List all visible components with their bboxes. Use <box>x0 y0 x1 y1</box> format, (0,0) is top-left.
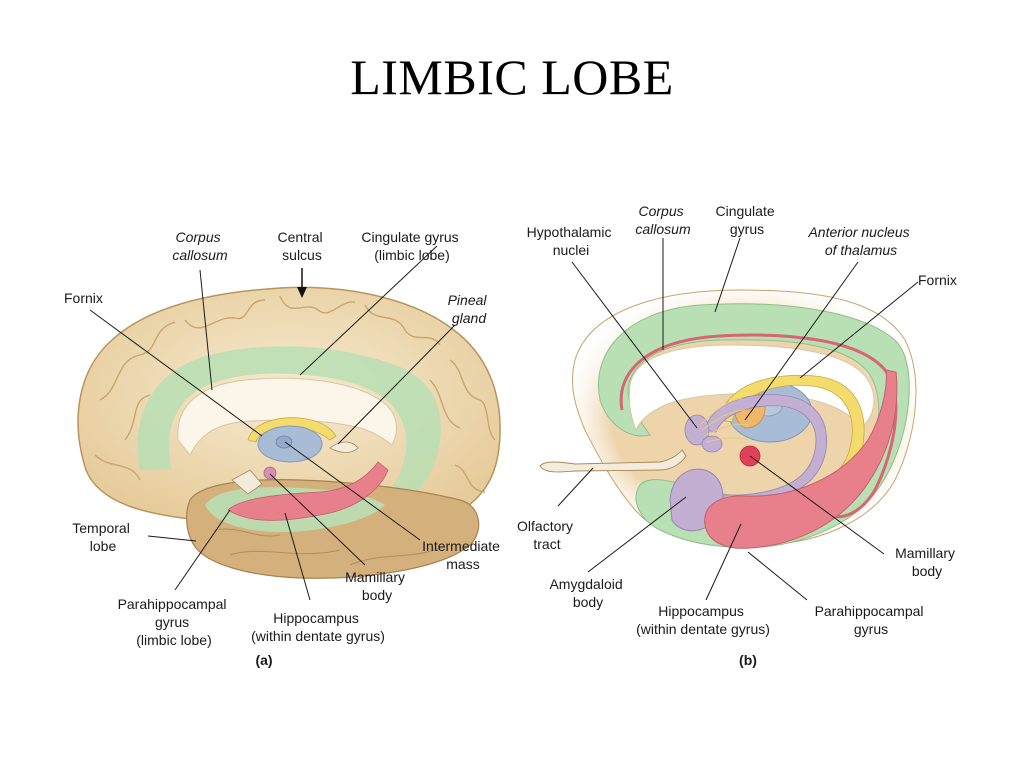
figure-b: Hypothalamic nuclei Corpus callosum Cing… <box>517 203 959 668</box>
label-corpus-callosum-b: Corpus callosum <box>635 203 691 237</box>
panel-label-b: (b) <box>739 652 757 668</box>
corpus-callosum-a <box>177 377 397 456</box>
label-amygdaloid-body: Amygdaloid body <box>549 576 626 610</box>
panel-label-a: (a) <box>255 652 272 668</box>
label-fornix-a: Fornix <box>64 290 103 306</box>
label-intermediate-mass: Intermediate mass <box>422 538 504 572</box>
label-temporal-lobe: Temporal lobe <box>72 520 133 554</box>
label-corpus-callosum-a: Corpus callosum <box>172 229 228 263</box>
label-olfactory-tract: Olfactory tract <box>517 518 577 552</box>
label-mamillary-body-b: Mamillary body <box>895 545 959 579</box>
central-sulcus-arrow <box>297 268 307 298</box>
label-anterior-nucleus-thalamus: Anterior nucleus of thalamus <box>807 224 913 258</box>
cingulate-gyrus-a <box>137 346 441 505</box>
hippocampus-a <box>227 461 389 521</box>
label-fornix-b: Fornix <box>918 272 957 288</box>
label-parahippocampal-gyrus-a: Parahippocampal gyrus (limbic lobe) <box>118 596 231 648</box>
leader-lines-b <box>557 237 919 601</box>
label-cingulate-gyrus-a: Cingulate gyrus (limbic lobe) <box>361 229 462 263</box>
fiber-fan-b <box>699 397 749 443</box>
mamillary-body-a <box>263 466 277 480</box>
slide-title: LIMBIC LOBE <box>350 49 674 105</box>
figure-a: Corpus callosum Central sulcus Cingulate… <box>64 229 504 668</box>
indusium-griseum-b <box>619 333 898 519</box>
gyri-lines-a <box>94 295 496 493</box>
hypothalamic-nuclei-2-b <box>701 435 723 453</box>
leader-lines-a <box>89 245 456 601</box>
label-mamillary-body-a: Mamillary body <box>345 569 409 603</box>
label-hippocampus-a: Hippocampus (within dentate gyrus) <box>251 610 385 644</box>
intermediate-mass-a <box>275 435 293 449</box>
temporal-sulci-a <box>214 528 441 566</box>
label-hippocampus-b: Hippocampus (within dentate gyrus) <box>636 603 770 637</box>
label-parahippocampal-gyrus-b: Parahippocampal gyrus <box>815 603 928 637</box>
label-cingulate-gyrus-b: Cingulate gyrus <box>715 203 778 237</box>
label-pineal-gland: Pineal gland <box>448 292 491 326</box>
brainstem-a <box>231 469 263 495</box>
olfactory-tract-b <box>539 449 687 473</box>
hippocampus-b <box>704 369 898 549</box>
label-hypothalamic-nuclei: Hypothalamic nuclei <box>527 224 616 258</box>
label-central-sulcus: Central sulcus <box>277 229 326 263</box>
